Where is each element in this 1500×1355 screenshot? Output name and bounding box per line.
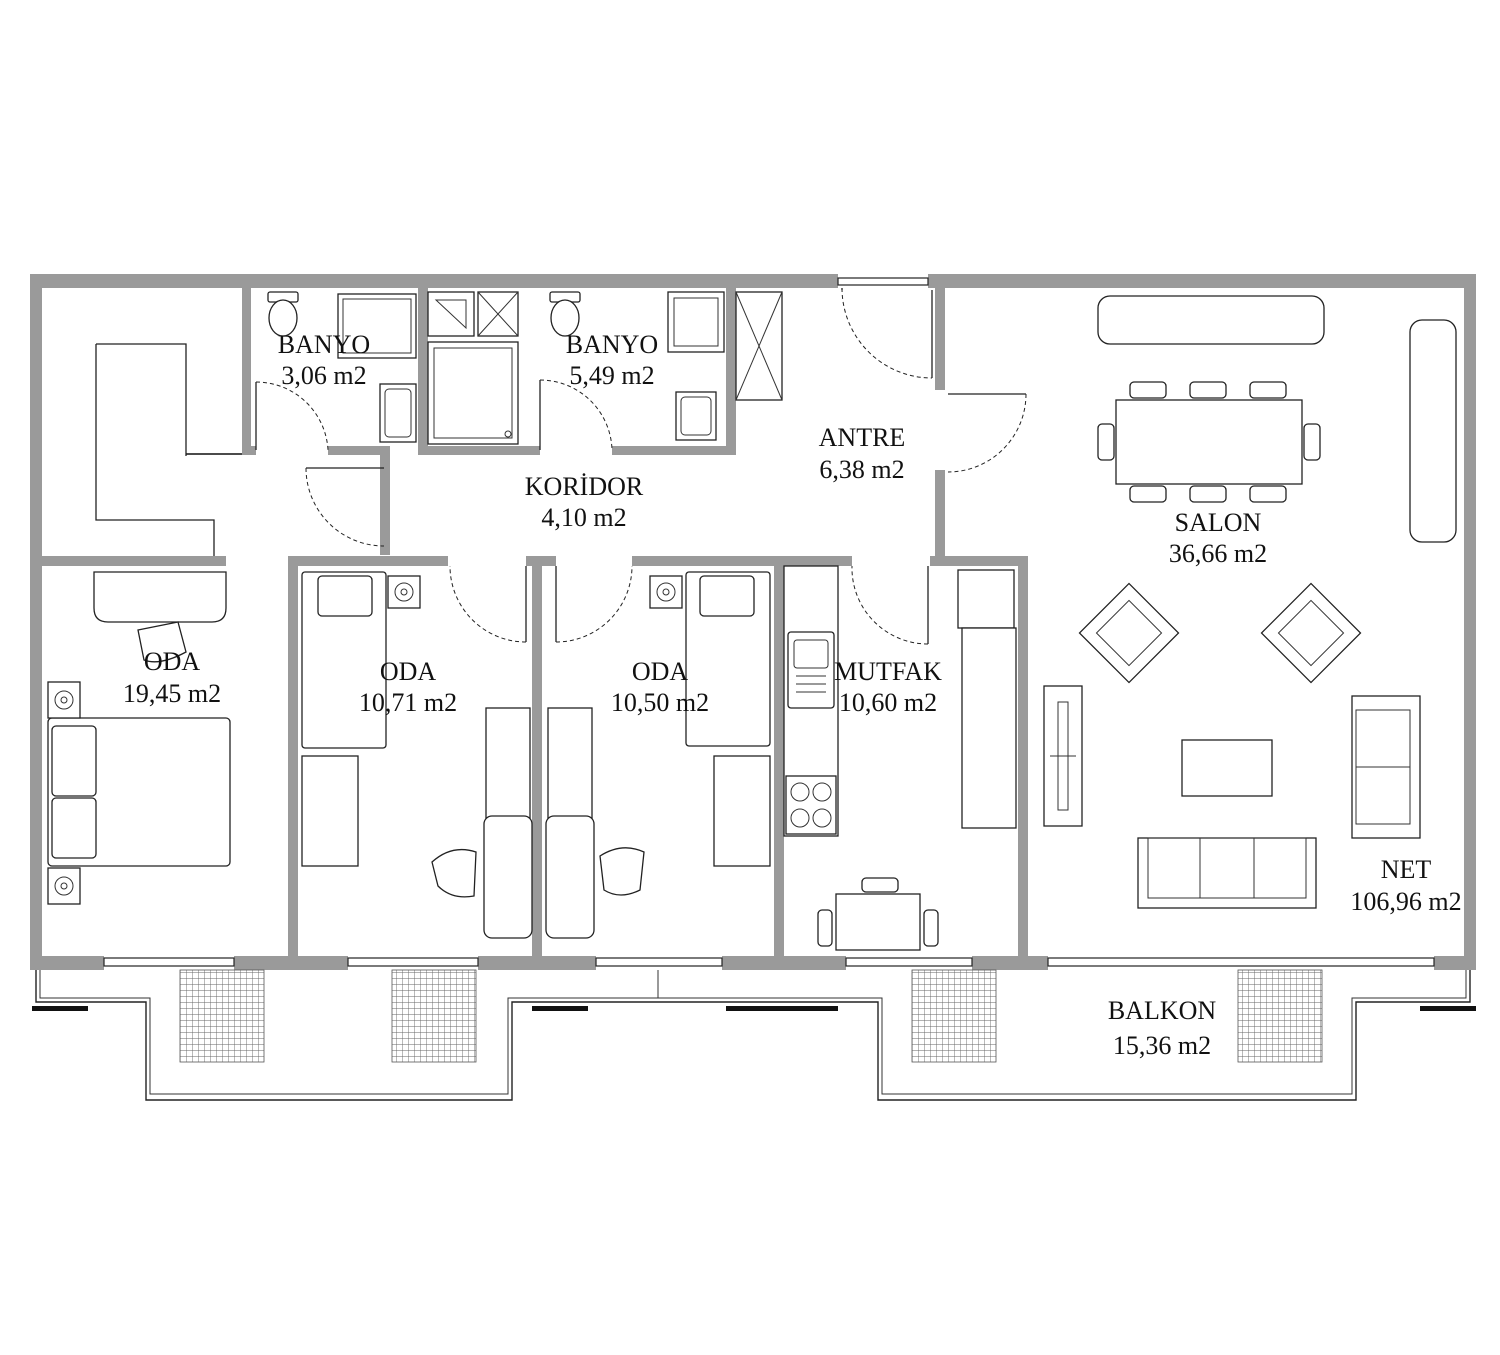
salon-furniture: [1043, 295, 1457, 909]
net-label: NET: [1381, 855, 1432, 884]
banyo1-area: 3,06 m2: [281, 361, 366, 390]
banyo1-fixtures: [267, 291, 417, 443]
oda2-name: ODA: [380, 657, 437, 686]
koridor-area: 4,10 m2: [541, 503, 626, 532]
banyo2-name: BANYO: [566, 330, 658, 359]
banyo2-area: 5,49 m2: [569, 361, 654, 390]
banyo2-fixtures: [549, 291, 783, 441]
doors: [255, 287, 1027, 645]
oda3-furniture: [545, 571, 771, 939]
mutfak-area: 10,60 m2: [839, 688, 937, 717]
desk-chair: [137, 621, 187, 663]
oda1-furniture: [47, 343, 242, 905]
walls: [30, 274, 1476, 970]
balkon-name: BALKON: [1108, 996, 1217, 1025]
mutfak-furniture: [783, 565, 1017, 951]
mutfak-name: MUTFAK: [834, 657, 942, 686]
net-area: 106,96 m2: [1350, 887, 1461, 916]
oda3-name: ODA: [632, 657, 689, 686]
armchair-right: [1260, 582, 1362, 684]
balkon-area: 15,36 m2: [1113, 1031, 1211, 1060]
armchair-left: [1078, 582, 1180, 684]
salon-area: 36,66 m2: [1169, 539, 1267, 568]
oda2-area: 10,71 m2: [359, 688, 457, 717]
antre-name: ANTRE: [819, 423, 906, 452]
banyo-shower-block: [427, 291, 519, 445]
antre-area: 6,38 m2: [819, 455, 904, 484]
oda1-name: ODA: [144, 647, 201, 676]
banyo1-name: BANYO: [278, 330, 370, 359]
koridor-name: KORİDOR: [525, 472, 644, 501]
balcony: [32, 969, 1476, 1101]
oda2-furniture: [301, 571, 533, 939]
oda3-area: 10,50 m2: [611, 688, 709, 717]
salon-name: SALON: [1175, 508, 1262, 537]
windows: [103, 277, 1435, 967]
oda1-area: 19,45 m2: [123, 679, 221, 708]
room-labels: BANYO 3,06 m2 BANYO 5,49 m2 ANTRE 6,38 m…: [123, 330, 1462, 1060]
